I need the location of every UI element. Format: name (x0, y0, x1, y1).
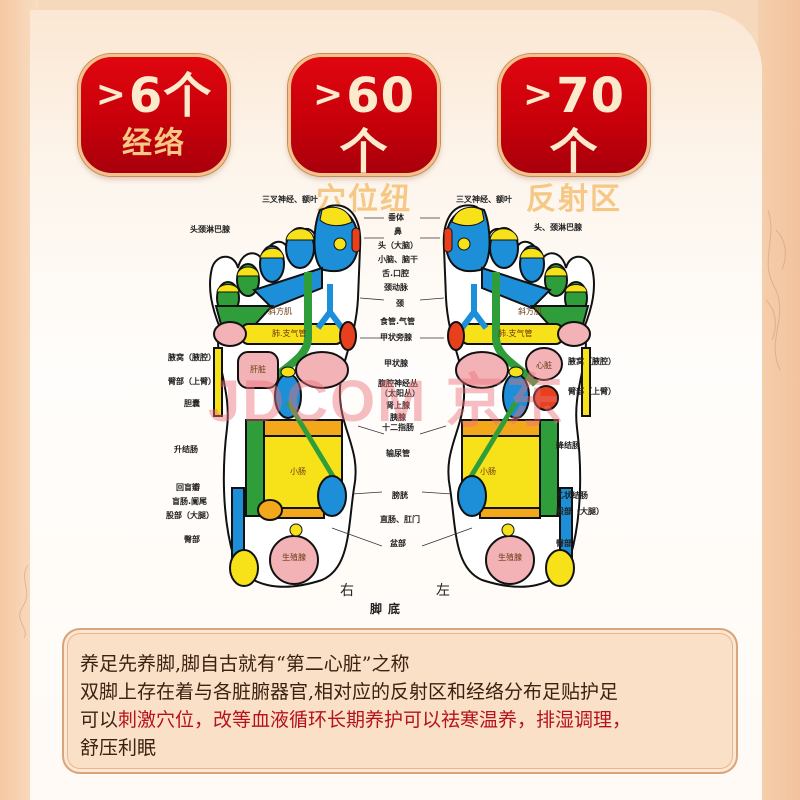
label-ureter: 输尿管 (386, 449, 410, 458)
floral-ornament-icon (19, 564, 29, 639)
label-esophagus: 食管.气管 (380, 317, 416, 326)
description-line-2: 双脚上存在着与各脏腑器官,相对应的反射区和经络分布足贴护足 (80, 681, 619, 703)
label-thyroid: 甲状腺 (384, 359, 408, 368)
label-duodenum: 十二指肠 (382, 423, 414, 432)
label-lung-right: 肺.支气管 (272, 329, 307, 338)
label-gonad-right: 生殖腺 (282, 553, 306, 562)
label-lung-left: 肺.支气管 (498, 329, 533, 338)
gt-symbol: > (313, 74, 345, 115)
label-axilla-left: 腋窝（腋腔） (568, 357, 616, 366)
label-hip-left: 臀部 (556, 539, 572, 548)
badge-label: 经络 (122, 126, 186, 161)
number-value: 60 (346, 68, 415, 124)
label-cerebellum: 小脑、脑干 (378, 255, 418, 264)
label-upperarm-left: 臂部（上臂） (568, 387, 616, 396)
number-value: 6 (128, 68, 164, 124)
label-lymph-right: 头颈淋巴腺 (190, 225, 230, 234)
background-right-strip (758, 0, 800, 800)
label-brain: 头（大脑） (378, 241, 418, 250)
label-cecum: 盲肠.阑尾 (172, 497, 208, 506)
badge-number: >60个 (291, 67, 437, 180)
stat-badges: >6个 经络 >60个 穴位纽 >70个 反射区 (78, 54, 718, 217)
badge-reflex-zones: >70个 反射区 (498, 54, 650, 217)
label-pelvis: 盆部 (390, 539, 406, 548)
label-carotid: 颈动脉 (384, 283, 408, 292)
gt-symbol: > (95, 74, 127, 115)
label-nose: 鼻 (394, 227, 402, 236)
label-adrenal: 肾上腺 (386, 401, 410, 410)
feet-illustration-icon (209, 204, 595, 588)
label-gallbladder: 胆囊 (184, 399, 200, 408)
description-line-3: 可以刺激穴位，改等血液循环长期养护可以祛寒温养，排湿调理， (80, 706, 736, 734)
label-small-intestine-left: 小肠 (480, 467, 496, 476)
label-solar-plexus: （太阳丛） (380, 389, 420, 398)
label-tongue: 舌.口腔 (382, 269, 410, 278)
label-pituitary: 垂体 (388, 213, 404, 222)
badge-number: >70个 (501, 67, 647, 180)
label-right-foot: 右 (340, 583, 354, 599)
diagram-title: 脚底 (370, 602, 407, 616)
gt-symbol: > (523, 74, 555, 115)
label-small-intestine-right: 小肠 (290, 467, 306, 476)
label-thigh-left: 股部（大腿） (556, 507, 604, 516)
number-value: 70 (556, 68, 625, 124)
label-neck: 颈 (396, 299, 404, 308)
description-line-3-highlight: 刺激穴位，改等血液循环长期养护可以祛寒温养，排湿调理， (118, 709, 632, 731)
floral-ornament-icon (765, 209, 786, 371)
label-thigh-right: 股部（大腿） (166, 511, 214, 520)
label-trapezius-right: 斜方肌 (268, 307, 292, 316)
label-heart: 心脏 (536, 361, 552, 370)
label-parathyroid: 甲状旁腺 (380, 333, 412, 342)
badge-number: >6个 (81, 67, 227, 124)
unit: 个 (339, 124, 389, 180)
unit: 个 (549, 124, 599, 180)
label-celiac-plexus: 腹腔神经丛 (378, 379, 418, 388)
badge-meridians: >6个 经络 (78, 54, 230, 176)
badge-label: 反射区 (526, 182, 622, 217)
badge-acupoints: >60个 穴位纽 (288, 54, 440, 217)
label-trigeminal-right: 三叉神经、额叶 (262, 195, 318, 204)
label-hip-right: 臀部 (184, 535, 200, 544)
description-line-3-prefix: 可以 (80, 709, 119, 731)
label-trapezius-left: 斜方肌 (518, 307, 542, 316)
description-box: 养足先养脚,脚自古就有“第二心脏”之称 双脚上存在着与各脏腑器官,相对应的反射区… (62, 628, 738, 774)
label-trigeminal-left: 三叉神经、额叶 (456, 195, 512, 204)
label-bladder: 膀胱 (392, 491, 408, 500)
label-lymph-left: 头、颈淋巴腺 (534, 223, 582, 232)
label-pancreas: 胰腺 (390, 413, 406, 422)
label-upperarm-right: 臂部（上臂） (168, 377, 216, 386)
label-gonad-left: 生殖腺 (498, 553, 522, 562)
label-liver: 肝脏 (250, 365, 266, 374)
label-sigmoid: 乙状结肠 (556, 491, 588, 500)
label-ascending-colon: 升结肠 (174, 445, 198, 454)
description-line-1: 养足先养脚,脚自古就有“第二心脏”之称 (80, 653, 410, 675)
unit: 个 (163, 68, 213, 124)
label-axilla-right: 腋窝（腋腔） (168, 353, 216, 362)
label-left-foot: 左 (436, 583, 450, 599)
label-ileocecal: 回盲瓣 (176, 483, 200, 492)
description-line-4: 舒压利眠 (80, 737, 157, 759)
foot-reflexology-diagram: 垂体 鼻 头（大脑） 小脑、脑干 舌.口腔 颈动脉 颈 食管.气管 甲状旁腺 甲… (166, 188, 632, 620)
label-descending-colon: 降结肠 (556, 441, 580, 450)
label-rectum: 直肠、肛门 (380, 515, 420, 524)
